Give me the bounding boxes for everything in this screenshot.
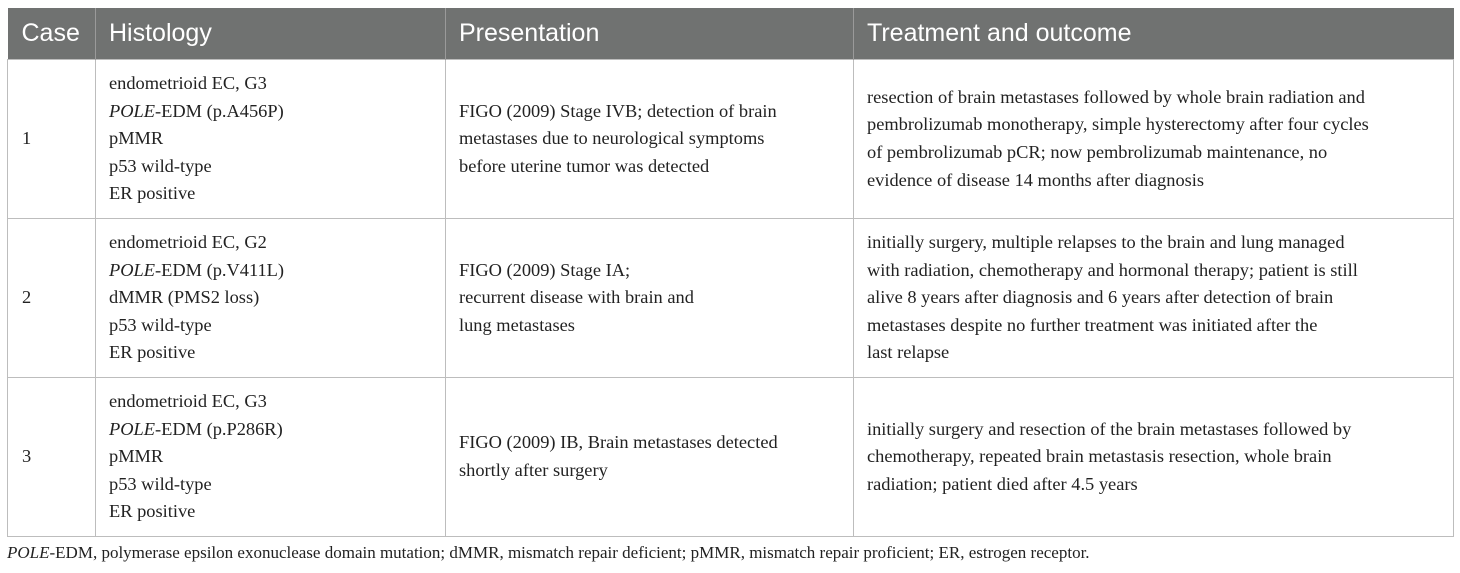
histology-line: p53 wild-type (109, 473, 212, 494)
gene-name: POLE (109, 418, 155, 439)
histology-line: ER positive (109, 183, 196, 204)
histology-line: pMMR (109, 128, 164, 149)
mutation-detail: -EDM (p.A456P) (154, 100, 284, 121)
treatment-cell: initially surgery and resection of the b… (853, 377, 1454, 537)
histology-line: p53 wild-type (109, 314, 212, 335)
case-number: 1 (7, 59, 96, 219)
presentation-line: FIGO (2009) IB, Brain metastases detecte… (459, 432, 778, 453)
case-table: Case Histology Presentation Treatment an… (7, 8, 1454, 537)
header-case: Case (7, 8, 96, 60)
footnote-text: -EDM, polymerase epsilon exonuclease dom… (49, 543, 1090, 562)
presentation-line: shortly after surgery (459, 460, 608, 480)
table-row: 1 endometrioid EC, G3 POLE-EDM (p.A456P)… (7, 59, 1454, 219)
histology-line: ER positive (109, 501, 196, 522)
treatment-line: with radiation, chemotherapy and hormona… (867, 259, 1358, 280)
histology-cell: endometrioid EC, G3 POLE-EDM (p.A456P) p… (95, 59, 446, 219)
histology-line: pMMR (109, 446, 164, 467)
case-number: 2 (7, 218, 96, 378)
case-number: 3 (7, 377, 96, 537)
gene-name: POLE (109, 100, 155, 121)
treatment-line: initially surgery and resection of the b… (867, 418, 1352, 439)
treatment-line: metastases despite no further treatment … (867, 314, 1318, 335)
header-histology: Histology (95, 8, 446, 60)
presentation-line: metastases due to neurological symptoms (459, 128, 765, 149)
histology-mutation: POLE-EDM (p.V411L) (109, 257, 445, 285)
treatment-line: initially surgery, multiple relapses to … (867, 232, 1345, 253)
presentation-line: FIGO (2009) Stage IVB; detection of brai… (459, 100, 777, 121)
table-row: 2 endometrioid EC, G2 POLE-EDM (p.V411L)… (7, 218, 1454, 378)
histology-cell: endometrioid EC, G3 POLE-EDM (p.P286R) p… (95, 377, 446, 537)
presentation-line: recurrent disease with brain and (459, 287, 694, 308)
histology-line: dMMR (PMS2 loss) (109, 287, 260, 308)
presentation-line: before uterine tumor was detected (459, 155, 710, 176)
histology-line: p53 wild-type (109, 155, 212, 176)
gene-name: POLE (109, 259, 155, 280)
histology-mutation: POLE-EDM (p.A456P) (109, 98, 445, 126)
treatment-line: evidence of disease 14 months after diag… (867, 169, 1205, 190)
treatment-line: radiation; patient died after 4.5 years (867, 473, 1138, 494)
histology-line: endometrioid EC, G3 (109, 73, 267, 94)
histology-mutation: POLE-EDM (p.P286R) (109, 416, 445, 444)
treatment-line: last relapse (867, 342, 950, 363)
presentation-cell: FIGO (2009) Stage IA; recurrent disease … (445, 218, 854, 378)
header-row: Case Histology Presentation Treatment an… (7, 8, 1454, 60)
mutation-detail: -EDM (p.P286R) (154, 418, 283, 439)
footnote-gene-name: POLE (7, 543, 50, 562)
treatment-line: pembrolizumab monotherapy, simple hyster… (867, 114, 1369, 135)
histology-line: endometrioid EC, G3 (109, 391, 267, 412)
treatment-line: alive 8 years after diagnosis and 6 year… (867, 287, 1334, 308)
presentation-line: FIGO (2009) Stage IA; (459, 259, 631, 280)
presentation-cell: FIGO (2009) Stage IVB; detection of brai… (445, 59, 854, 219)
header-treatment-outcome: Treatment and outcome (853, 8, 1454, 60)
table-row: 3 endometrioid EC, G3 POLE-EDM (p.P286R)… (7, 377, 1454, 537)
table-footnote: POLE-EDM, polymerase epsilon exonuclease… (7, 543, 1453, 563)
mutation-detail: -EDM (p.V411L) (154, 259, 285, 280)
presentation-cell: FIGO (2009) IB, Brain metastases detecte… (445, 377, 854, 537)
histology-line: endometrioid EC, G2 (109, 232, 267, 253)
treatment-cell: initially surgery, multiple relapses to … (853, 218, 1454, 378)
header-presentation: Presentation (445, 8, 854, 60)
treatment-line: chemotherapy, repeated brain metastasis … (867, 446, 1332, 467)
treatment-line: resection of brain metastases followed b… (867, 86, 1365, 107)
histology-cell: endometrioid EC, G2 POLE-EDM (p.V411L) d… (95, 218, 446, 378)
treatment-line: of pembrolizumab pCR; now pembrolizumab … (867, 142, 1328, 162)
presentation-line: lung metastases (459, 314, 575, 335)
histology-line: ER positive (109, 342, 196, 363)
treatment-cell: resection of brain metastases followed b… (853, 59, 1454, 219)
